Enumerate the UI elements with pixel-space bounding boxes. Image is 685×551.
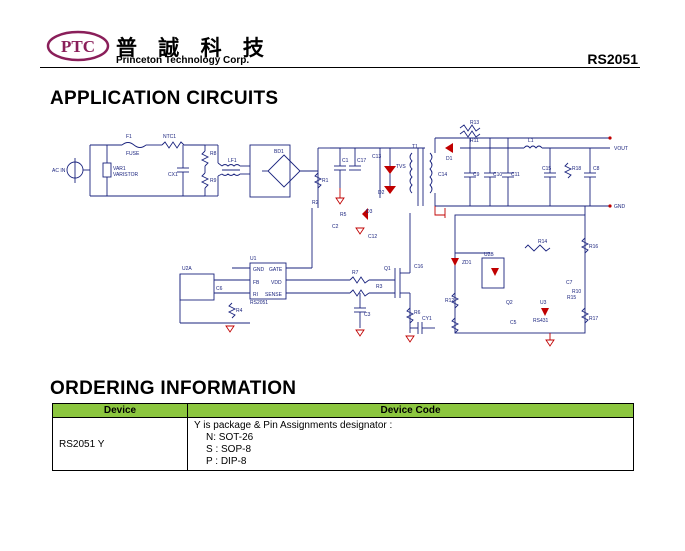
label-q1: Q1 [384, 266, 391, 272]
label-r6: R6 [414, 310, 421, 316]
label-varistor: VARISTOR [113, 172, 138, 178]
label-pin-gate: GATE [269, 267, 283, 273]
label-c15: C15 [542, 166, 551, 172]
device-code-line: Y is package & Pin Assignments designato… [194, 420, 393, 431]
label-gnd: GND [614, 204, 626, 210]
label-r3: R3 [376, 284, 383, 290]
label-r15: R15 [567, 295, 576, 301]
label-c10: C10 [493, 172, 502, 178]
label-pin-ri: RI [253, 292, 258, 298]
label-c3: C3 [364, 312, 371, 318]
label-pin-vdd: VDD [271, 280, 282, 286]
label-r7: R7 [352, 270, 359, 276]
label-fuse: FUSE [126, 151, 140, 157]
label-c7: C7 [566, 280, 573, 286]
device-code-cell: Y is package & Pin Assignments designato… [187, 417, 634, 471]
label-pin-gnd: GND [253, 267, 265, 273]
label-r2: R2 [312, 200, 319, 206]
svg-text:PTC: PTC [61, 37, 95, 56]
label-c8: C8 [593, 166, 600, 172]
device-cell: RS2051 Y [52, 417, 188, 471]
label-c16: C16 [414, 264, 423, 270]
company-name-english: Princeton Technology Corp. [116, 55, 250, 66]
label-r5: R5 [340, 212, 347, 218]
device-code-line: N: SOT-26 [206, 432, 254, 443]
ptc-logo: PTC [46, 30, 110, 62]
page-header: PTC 普 誠 科 技 Princeton Technology Corp. R… [40, 30, 645, 70]
label-r8: R8 [210, 151, 217, 157]
label-r11: R11 [470, 138, 479, 144]
part-number: RS2051 [587, 51, 638, 67]
label-tl: RS431 [533, 318, 549, 324]
label-l1: L1 [528, 138, 534, 144]
company-name-chinese: 普 誠 科 技 [116, 36, 271, 60]
label-bd1: BD1 [274, 149, 284, 155]
application-circuit-schematic: AC IN F1 FUSE NTC1 VAR1 VARISTOR CX1 R8 … [52, 120, 628, 347]
label-r16: R16 [589, 244, 598, 250]
label-r10: R10 [572, 289, 581, 295]
label-c6: C6 [216, 286, 223, 292]
label-q2: Q2 [506, 300, 513, 306]
label-u3: U3 [540, 300, 547, 306]
table-row: RS2051 Y Y is package & Pin Assignments … [52, 417, 634, 471]
label-lf1: LF1 [228, 158, 237, 164]
label-c12: C12 [368, 234, 377, 240]
label-ic-name: RS2051 [250, 300, 268, 306]
label-c11: C11 [511, 172, 520, 178]
column-header-device: Device [52, 403, 188, 418]
application-circuits-heading: APPLICATION CIRCUITS [50, 88, 279, 109]
ordering-table: Device Device Code RS2051 Y Y is package… [52, 403, 634, 471]
ordering-information-heading: ORDERING INFORMATION [50, 378, 297, 399]
label-c17: C17 [357, 158, 366, 164]
label-u1: U1 [250, 256, 257, 262]
label-zd1: ZD1 [462, 260, 472, 266]
label-f1: F1 [126, 134, 132, 140]
label-ac-in: AC IN [52, 168, 66, 174]
label-c2: C2 [332, 224, 339, 230]
label-u2b: U2B [484, 252, 494, 258]
label-c14: C14 [438, 172, 447, 178]
label-u2a: U2A [182, 266, 192, 272]
column-header-device-code: Device Code [187, 403, 634, 418]
label-vout: VOUT [614, 146, 628, 152]
device-code-line: P : DIP-8 [206, 456, 247, 467]
header-divider [40, 67, 640, 68]
label-c9: C9 [473, 172, 480, 178]
label-r9: R9 [210, 178, 217, 184]
ordering-table-header: Device Device Code [52, 403, 634, 418]
label-cy1: CY1 [422, 316, 432, 322]
label-pin-sense: SENSE [265, 292, 283, 298]
label-d2: D2 [378, 190, 385, 196]
label-r12: R12 [445, 298, 454, 304]
label-t1: T1 [412, 144, 418, 150]
label-c1: C1 [342, 158, 349, 164]
label-d1: D1 [446, 156, 453, 162]
label-r14: R14 [538, 239, 547, 245]
label-var1: VAR1 [113, 166, 126, 172]
label-r18: R18 [572, 166, 581, 172]
label-r13: R13 [470, 120, 479, 126]
label-c13: C13 [372, 154, 381, 160]
device-code-line: S : SOP-8 [206, 444, 252, 455]
label-d3: D3 [366, 209, 373, 215]
label-tvs: TVS [396, 164, 406, 170]
label-ntc1: NTC1 [163, 134, 176, 140]
label-r4: R4 [236, 308, 243, 314]
label-r17: R17 [589, 316, 598, 322]
label-c5: C5 [510, 320, 517, 326]
label-pin-fb: FB [253, 280, 260, 286]
label-cx1: CX1 [168, 172, 178, 178]
label-r1: R1 [322, 178, 329, 184]
